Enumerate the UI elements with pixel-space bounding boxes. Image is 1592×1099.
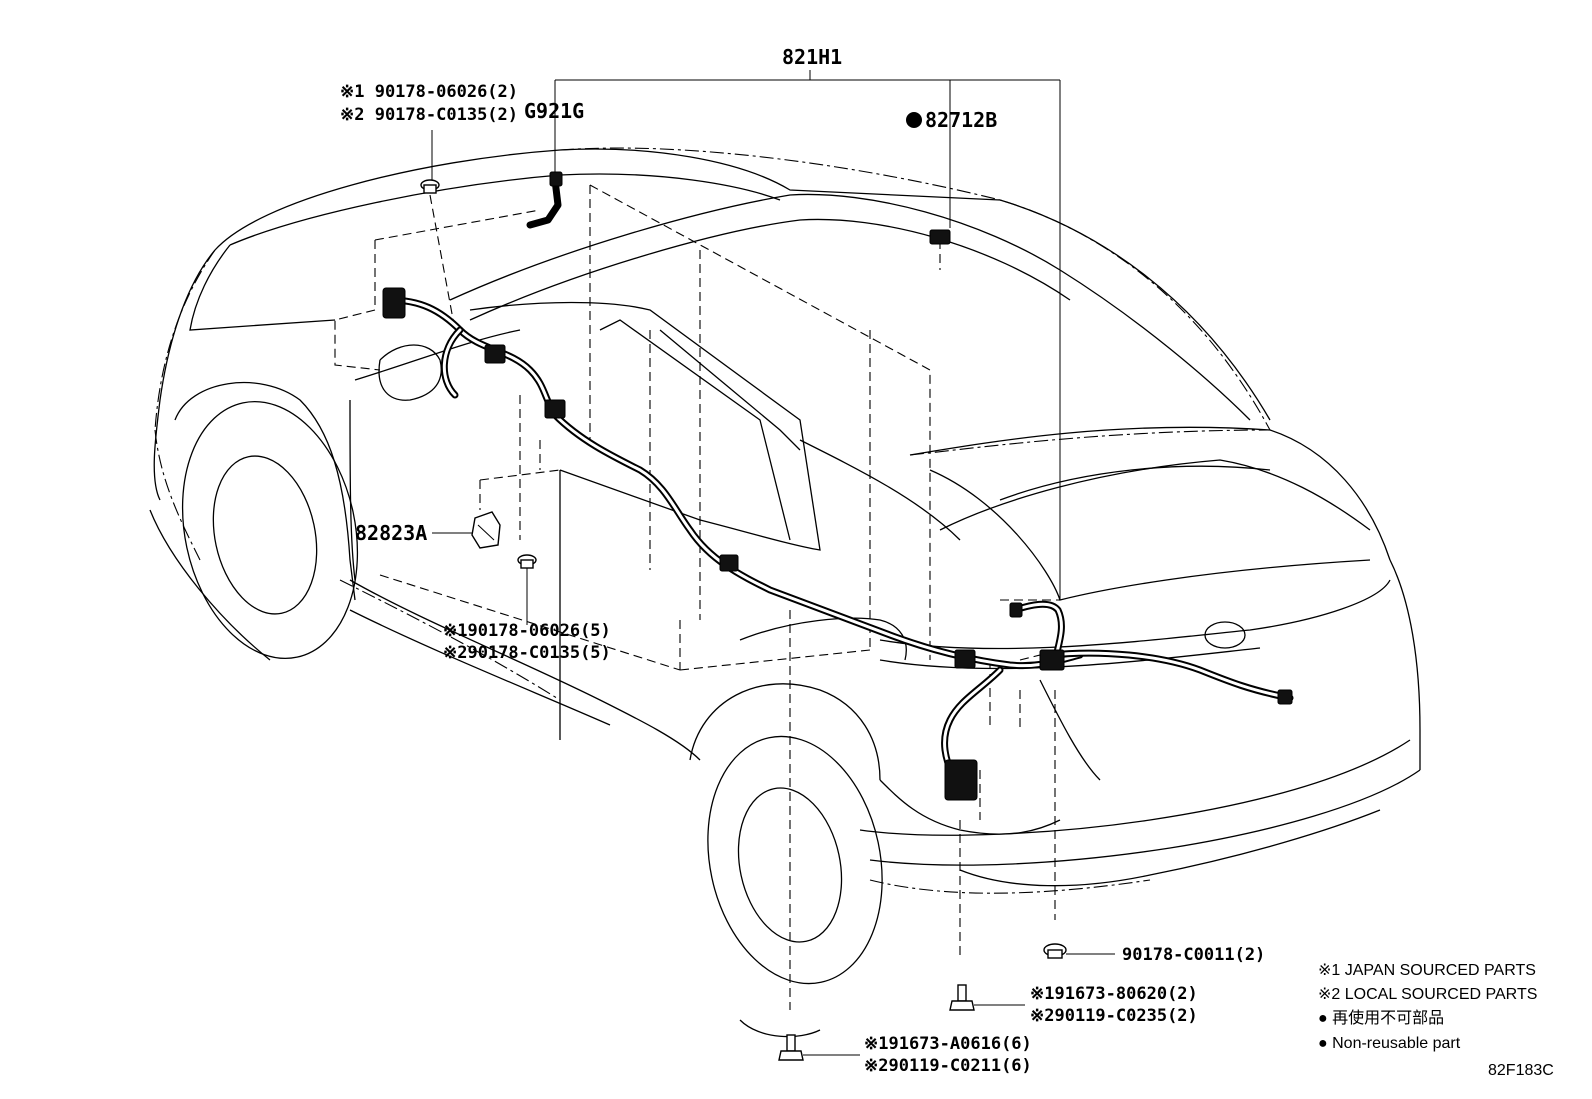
clip-mid: [517, 554, 537, 569]
label-bolt-b-1: ※191673-A0616(6): [864, 1034, 1032, 1054]
reference-lines: [154, 147, 1271, 1010]
label-bolt-b-2: ※290119-C0211(6): [864, 1056, 1032, 1076]
main-wiring-harness: [382, 287, 1294, 801]
part-82712b: [929, 229, 951, 245]
label-g921g: G921G: [524, 99, 584, 123]
bolt-b: [778, 1034, 804, 1061]
leader-lines: [431, 70, 1115, 1056]
label-mid-1: ※190178-06026(5): [443, 621, 611, 641]
label-bolt-a-1: ※191673-80620(2): [1030, 984, 1198, 1004]
vehicle-body-outline: [149, 148, 1421, 1038]
part-82823a: [471, 511, 501, 549]
label-821h1: 821H1: [782, 45, 842, 69]
label-bolt-a-2: ※290119-C0235(2): [1030, 1006, 1198, 1026]
bolt-a: [949, 984, 975, 1011]
label-top-left-1: ※1 90178-06026(2): [340, 82, 518, 102]
legend-non-reusable-en: ● Non-reusable part: [1318, 1035, 1461, 1052]
part-labels: 821H1 ※1 90178-06026(2) ※2 90178-C0135(2…: [340, 45, 1265, 1076]
non-reusable-dot: [906, 112, 922, 128]
label-right-clip: 90178-C0011(2): [1122, 945, 1265, 965]
label-82823a: 82823A: [355, 521, 427, 545]
legend-japan-sourced: ※1 JAPAN SOURCED PARTS: [1318, 962, 1536, 979]
label-top-left-2: ※2 90178-C0135(2): [340, 105, 518, 125]
legend: ※1 JAPAN SOURCED PARTS ※2 LOCAL SOURCED …: [1318, 962, 1554, 1079]
figure-code: 82F183C: [1488, 1062, 1554, 1079]
label-mid-2: ※290178-C0135(5): [443, 643, 611, 663]
ground-g921g-part: [526, 171, 563, 229]
clip-top-left: [420, 179, 440, 194]
label-82712b: 82712B: [925, 108, 997, 132]
legend-local-sourced: ※2 LOCAL SOURCED PARTS: [1318, 986, 1537, 1003]
clip-right: [1043, 943, 1067, 959]
legend-non-reusable-jp: ● 再使用不可部品: [1318, 1009, 1444, 1027]
